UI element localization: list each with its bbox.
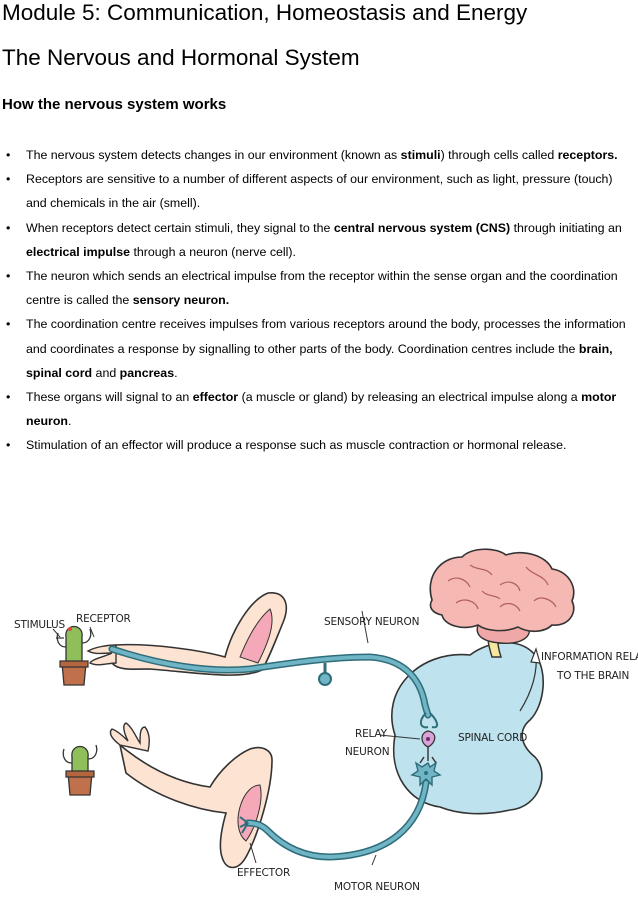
bullet-icon: • — [6, 438, 11, 453]
bullet-item: • The nervous system detects changes in o… — [0, 143, 636, 167]
spinal-cord-shape — [391, 641, 545, 815]
page-title: Module 5: Communication, Homeostasis and… — [2, 0, 528, 25]
cactus-icon-top — [56, 625, 92, 686]
motor-neuron — [244, 779, 430, 861]
label-sensory-neuron: SENSORY NEURON — [324, 616, 419, 628]
bullet-text: Stimulation of an effector will produce … — [26, 438, 567, 453]
effector-muscle — [237, 784, 262, 842]
bullet-item: • Receptors are sensitive to a number of … — [0, 167, 636, 215]
bullet-text: through initiating an — [510, 220, 622, 235]
bullet-text: Receptors are sensitive to a number of d… — [26, 172, 613, 211]
bold-term: stimuli — [400, 148, 441, 162]
bullet-text: and — [92, 365, 120, 380]
bold-term: brain, spinal cord — [26, 341, 613, 380]
label-neuron: NEURON — [345, 746, 389, 758]
bullet-icon: • — [6, 148, 11, 162]
bullet-icon: • — [6, 269, 11, 284]
bold-term: electrical impulse — [26, 244, 130, 259]
nervous-system-diagram: STIMULUS RECEPTOR SENSORY NEURON INFORMA… — [14, 548, 638, 893]
bold-term: receptors. — [557, 148, 618, 162]
cactus-icon-bottom — [62, 744, 98, 796]
bullet-text: . — [174, 365, 178, 380]
bullet-item: • The neuron which sends an electrical im… — [0, 264, 636, 312]
bullet-text: The coordination centre receives impulse… — [26, 317, 626, 356]
bullet-text: When receptors detect certain stimuli, t… — [26, 220, 334, 235]
bullet-icon: • — [6, 390, 11, 405]
label-receptor: RECEPTOR — [76, 613, 131, 625]
page-subtitle: The Nervous and Hormonal System — [2, 45, 360, 70]
bold-term: pancreas — [119, 365, 175, 380]
bullet-text: . — [68, 414, 72, 429]
bullet-text: (a muscle or gland) by releasing an elec… — [238, 390, 582, 405]
label-stimulus: STIMULUS — [14, 619, 66, 631]
bullet-text: The nervous system detects changes in ou… — [26, 148, 401, 162]
bold-term: sensory neuron. — [132, 293, 230, 308]
bullet-item: • Stimulation of an effector will produce… — [0, 433, 636, 457]
bullet-item: • The coordination centre receives impuls… — [0, 312, 636, 385]
section-heading: How the nervous system works — [2, 96, 227, 113]
bullet-text: ) through cells called — [440, 148, 558, 162]
bullet-text: through a neuron (nerve cell). — [130, 244, 296, 259]
bullet-icon: • — [6, 220, 11, 235]
bold-term: effector — [192, 390, 239, 405]
bold-term: central nervous system (CNS) — [333, 220, 511, 235]
label-to-the-brain: TO THE BRAIN — [556, 670, 629, 682]
lower-hand — [109, 722, 150, 752]
bold-term: motor neuron — [26, 390, 617, 429]
label-spinal-cord: SPINAL CORD — [458, 732, 527, 744]
bullet-list: • The nervous system detects changes in o… — [0, 143, 636, 458]
label-relay: RELAY — [355, 728, 388, 740]
label-effector: EFFECTOR — [237, 867, 290, 879]
relay-neuron-icon — [419, 730, 437, 764]
label-motor-neuron: MOTOR NEURON — [334, 881, 420, 893]
bullet-icon: • — [6, 172, 11, 187]
bullet-item: • When receptors detect certain stimuli, … — [0, 216, 636, 264]
motor-neuron-cell — [410, 761, 442, 787]
brain-icon — [429, 548, 575, 633]
bullet-item: • These organs will signal to an effector… — [0, 385, 636, 433]
bullet-text: The neuron which sends an electrical imp… — [26, 269, 618, 308]
bullet-icon: • — [6, 317, 11, 332]
lower-arm — [118, 742, 273, 869]
label-info-relayed: INFORMATION RELAYED — [541, 651, 638, 663]
bullet-text: These organs will signal to an — [26, 390, 193, 405]
